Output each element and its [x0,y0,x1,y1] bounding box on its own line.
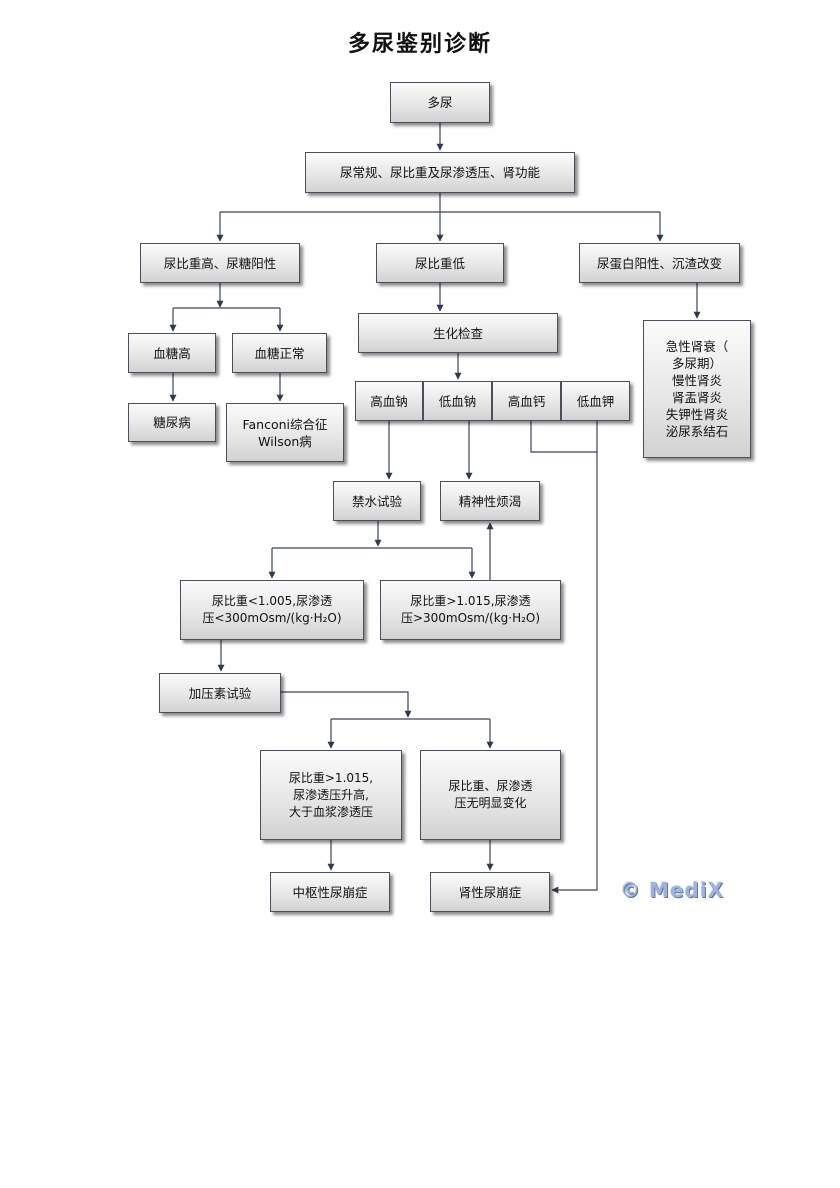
edge-vaso-stem [281,691,412,718]
node-renal-causes: 急性肾衰（ 多尿期） 慢性肾炎 肾盂肾炎 失钾性肾炎 泌尿系结石 [643,320,751,458]
node-nephrogenic-diabetes-insipidus: 肾性尿崩症 [430,872,550,912]
node-diabetes: 糖尿病 [128,403,216,442]
node-biochem: 生化检查 [358,313,558,353]
page-title: 多尿鉴别诊断 [347,31,492,57]
node-sg-high-glucose-positive: 尿比重高、尿糖阳性 [140,243,300,283]
node-initial-tests: 尿常规、尿比重及尿渗透压、肾功能 [305,152,575,193]
node-high-sodium: 高血钠 [355,381,423,421]
node-protein-positive: 尿蛋白阳性、沉渣改变 [579,243,740,283]
node-sg-below-1005: 尿比重<1.005,尿渗透 压<300mOsm/(kg·H₂O) [180,580,364,640]
node-vasopressin-test: 加压素试验 [159,673,281,713]
node-low-sodium: 低血钠 [423,381,492,421]
node-low-potassium: 低血钾 [561,381,630,421]
node-fanconi-wilson: Fanconi综合征 Wilson病 [226,403,344,462]
node-response-increase: 尿比重>1.015, 尿渗透压升高, 大于血浆渗透压 [260,750,402,840]
node-sg-above-1015: 尿比重>1.015,尿渗透 压>300mOsm/(kg·H₂O) [380,580,561,640]
medix-watermark: © MediX [620,878,725,902]
node-high-calcium: 高血钙 [492,381,561,421]
node-glucose-high: 血糖高 [128,333,216,373]
node-central-diabetes-insipidus: 中枢性尿崩症 [270,872,390,912]
node-no-change: 尿比重、尿渗透 压无明显变化 [420,750,561,840]
node-sg-low: 尿比重低 [376,243,504,283]
node-glucose-normal: 血糖正常 [232,333,327,373]
node-water-deprivation-test: 禁水试验 [333,481,421,521]
node-psychogenic-polydipsia: 精神性烦渴 [440,481,540,521]
node-polyuria: 多尿 [390,82,490,123]
